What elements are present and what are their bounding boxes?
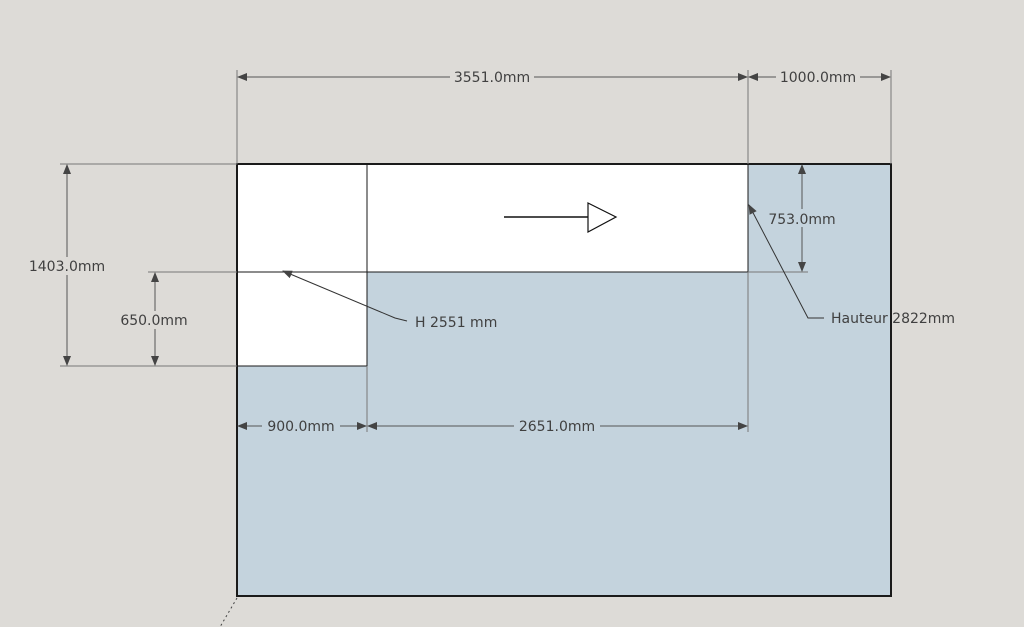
room-lower-left [237, 272, 367, 366]
floor-outline [236, 163, 892, 597]
dimension-right-inner: 753.0mm [768, 212, 835, 228]
leader-line [282, 270, 408, 322]
annotation-height-main: Hauteur 2822mm [831, 311, 955, 327]
leader-line [748, 204, 824, 319]
axis-line [219, 597, 238, 627]
room-top-middle [367, 164, 748, 272]
arrow-right-icon [504, 202, 618, 234]
dimension-top-right: 1000.0mm [780, 70, 856, 86]
dimension-bottom-middle: 2651.0mm [519, 419, 595, 435]
annotation-height-small: H 2551 mm [415, 315, 497, 331]
dimension-bottom-left: 900.0mm [267, 419, 334, 435]
dimension-top-total: 3551.0mm [454, 70, 530, 86]
dimension-left-total: 1403.0mm [29, 259, 105, 275]
room-top-left [237, 164, 367, 272]
dimension-left-inner: 650.0mm [120, 313, 187, 329]
